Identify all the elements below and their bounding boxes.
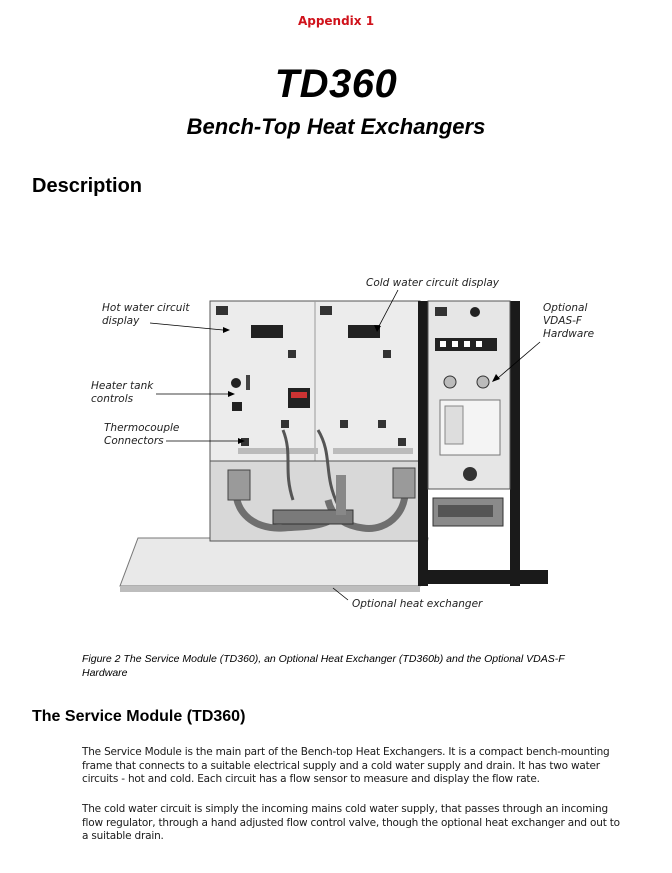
heat-exchanger-label: Optional heat exchanger [352, 598, 483, 610]
figure-caption: Figure 2 The Service Module (TD360), an … [82, 653, 565, 679]
hot-water-label: Hot water circuit display [102, 302, 190, 327]
heater-label: Heater tank controls [91, 380, 154, 405]
section-heading-service-module: The Service Module (TD360) [32, 708, 246, 725]
paragraph-service-module: The Service Module is the main part of t… [82, 746, 610, 785]
document-subtitle: Bench-Top Heat Exchangers [186, 114, 486, 139]
section-heading-description: Description [32, 175, 143, 197]
vdas-label: Optional VDAS-F Hardware [543, 302, 595, 340]
cold-water-label: Cold water circuit display [366, 277, 500, 289]
paragraph-cold-water-circuit: The cold water circuit is simply the inc… [82, 803, 620, 842]
thermocouple-label: Thermocouple Connectors [104, 422, 180, 447]
equipment-figure: Hot water circuit display Cold water cir… [78, 270, 598, 615]
document-title: TD360 [274, 62, 398, 106]
appendix-label: Appendix 1 [297, 14, 375, 28]
equipment-illustration [119, 289, 548, 601]
